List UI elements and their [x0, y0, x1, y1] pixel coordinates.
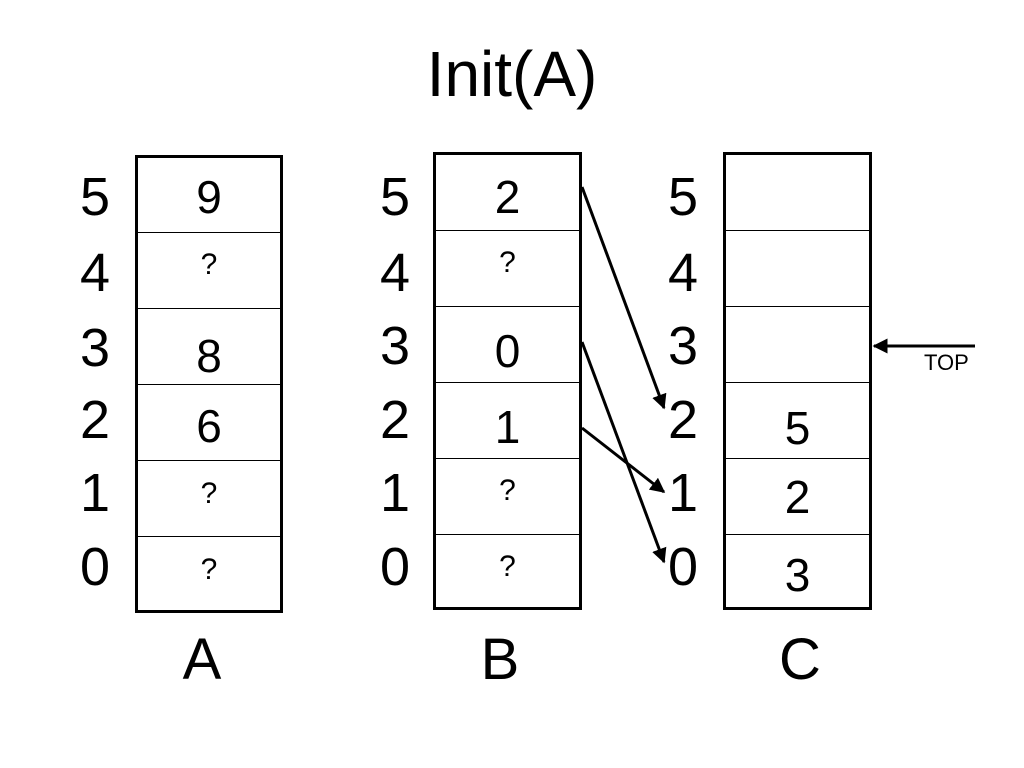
link-arrow-b5-c2	[580, 186, 667, 410]
array-b-cell-2: 1	[494, 401, 521, 453]
cell-divider	[436, 230, 579, 231]
array-b-cell-0: ?	[499, 550, 516, 583]
array-b-cell-3: 0	[494, 325, 521, 377]
array-a-cell-1: ?	[200, 477, 218, 510]
index-label: 5	[79, 167, 111, 227]
index-label: 4	[379, 243, 411, 303]
array-c-label: C	[779, 627, 821, 692]
cell-divider	[726, 230, 869, 231]
array-a: 9 ? 8 6 ? ?	[135, 155, 283, 613]
link-arrow-b3-c0	[580, 341, 667, 564]
diagram-title: Init(A)	[426, 38, 598, 110]
cell-divider	[436, 306, 579, 307]
array-c-cell-2: 5	[784, 402, 811, 454]
index-label: 3	[667, 316, 699, 376]
top-pointer-label: TOP	[924, 350, 969, 375]
index-label: 0	[379, 537, 411, 597]
array-b-cell-5: 2	[494, 171, 521, 223]
array-c-cell-1: 2	[784, 471, 811, 523]
index-label: 3	[379, 316, 411, 376]
index-label: 2	[667, 390, 699, 450]
cell-divider	[726, 306, 869, 307]
index-label: 5	[667, 167, 699, 227]
cell-divider	[726, 534, 869, 535]
index-label: 2	[79, 390, 111, 450]
link-arrow-b2-c1	[581, 426, 666, 494]
array-b: 2 ? 0 1 ? ?	[433, 152, 582, 610]
array-c-cell-0: 3	[784, 549, 811, 601]
array-a-cell-2: 6	[196, 400, 222, 452]
array-b-label: B	[480, 627, 520, 692]
index-label: 0	[667, 537, 699, 597]
index-label: 1	[379, 463, 411, 523]
index-label: 3	[79, 318, 111, 378]
cell-divider	[436, 534, 579, 535]
array-a-cell-4: ?	[200, 248, 218, 281]
cell-divider	[436, 458, 579, 459]
array-b-cell-1: ?	[499, 474, 516, 507]
array-c: 5 2 3	[723, 152, 872, 610]
cell-divider	[138, 536, 280, 537]
cell-divider	[138, 232, 280, 233]
array-a-label: A	[182, 627, 222, 692]
cell-divider	[726, 458, 869, 459]
cell-divider	[138, 384, 280, 385]
cell-divider	[436, 382, 579, 383]
cell-divider	[138, 308, 280, 309]
array-a-cell-5: 9	[196, 171, 222, 223]
index-label: 4	[79, 243, 111, 303]
array-a-cell-0: ?	[200, 553, 218, 586]
index-label: 1	[667, 463, 699, 523]
index-label: 5	[379, 167, 411, 227]
array-b-cell-4: ?	[499, 246, 516, 279]
array-a-cell-3: 8	[196, 330, 222, 382]
index-label: 4	[667, 243, 699, 303]
cell-divider	[726, 382, 869, 383]
index-label: 2	[379, 390, 411, 450]
cell-divider	[138, 460, 280, 461]
index-label: 0	[79, 537, 111, 597]
index-label: 1	[79, 463, 111, 523]
